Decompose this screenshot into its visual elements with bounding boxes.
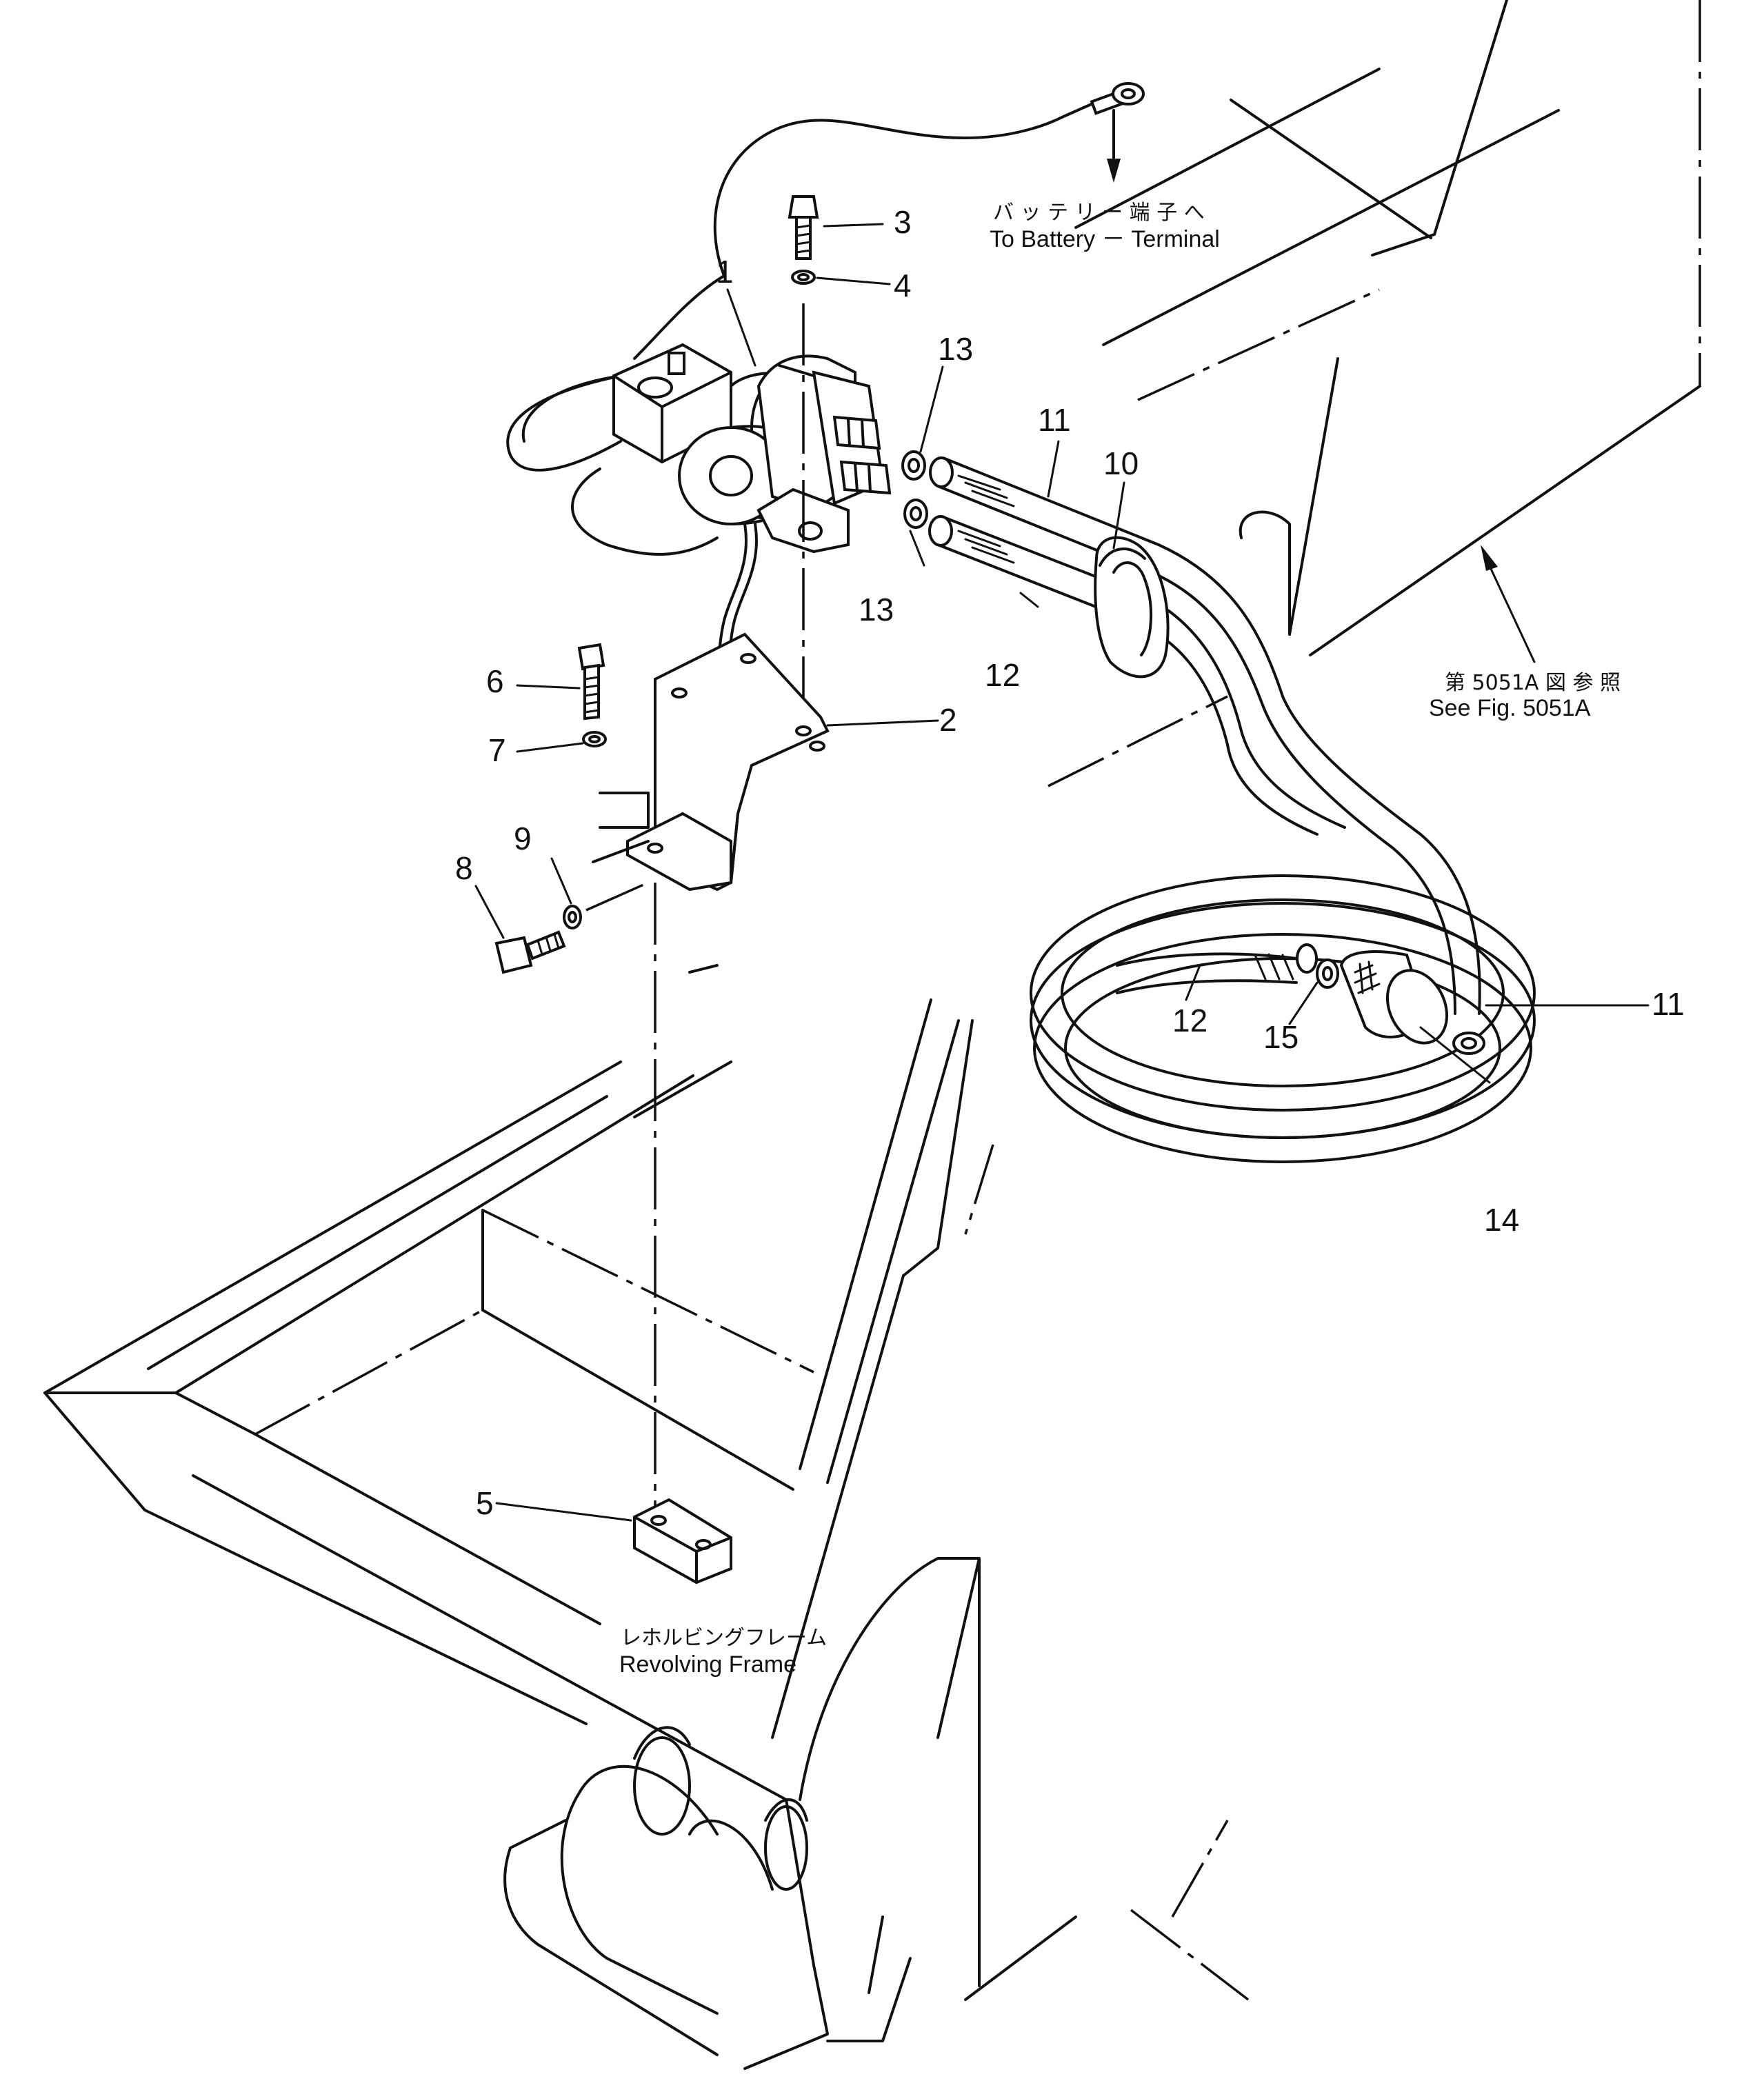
leader-lines	[474, 223, 1650, 1522]
callout-9: 9	[514, 821, 532, 856]
hose-clamps	[901, 450, 928, 529]
spacer-block	[633, 883, 732, 1585]
callout-11-lower: 11	[1652, 986, 1685, 1022]
callout-8: 8	[455, 850, 473, 886]
battery-note-en: To Battery － Terminal	[990, 226, 1220, 252]
callout-3: 3	[894, 204, 912, 240]
callout-1: 1	[716, 254, 734, 290]
hose-assembly	[928, 456, 1536, 1163]
bolt-8-and-washer-9	[494, 881, 649, 974]
callout-7: 7	[488, 732, 506, 768]
battery-note-jp: バ ッ テ リ ー 端 子 へ	[993, 201, 1205, 225]
callout-6: 6	[486, 663, 504, 699]
callout-5: 5	[476, 1485, 494, 1521]
callout-13-lower: 13	[859, 592, 894, 627]
machine-frame-outline	[43, 0, 1701, 2070]
figure-ref-en: See Fig. 5051A	[1429, 695, 1591, 721]
callout-13-upper: 13	[938, 331, 973, 367]
annotation-notes: バ ッ テ リ ー 端 子 へ To Battery － Terminal 第 …	[619, 201, 1621, 1678]
frame-label-jp: レホルビングフレーム	[621, 1626, 827, 1650]
grommet	[1094, 536, 1170, 678]
battery-terminal-cable	[1061, 82, 1145, 183]
callout-2: 2	[939, 702, 957, 738]
callout-15: 15	[1263, 1019, 1299, 1055]
strainer-and-clamp	[1316, 950, 1449, 1045]
figure-ref-jp: 第 5051A 図 参 照	[1445, 671, 1621, 695]
callout-12-lower: 12	[1172, 1003, 1207, 1038]
callout-numbers: 1 2 3 4 5 6 7 8 9 10 11 11 12 12 13 13 1…	[455, 204, 1685, 1521]
callout-4: 4	[894, 268, 912, 303]
callout-11-upper: 11	[1038, 402, 1071, 438]
frame-label-en: Revolving Frame	[619, 1651, 796, 1678]
callout-14: 14	[1484, 1202, 1519, 1238]
callout-12-upper: 12	[985, 657, 1020, 693]
mounting-bracket	[592, 632, 830, 892]
callout-10: 10	[1103, 445, 1139, 481]
bolt-6-and-washer-7	[577, 643, 607, 747]
bolt-and-washer-set	[788, 195, 819, 717]
